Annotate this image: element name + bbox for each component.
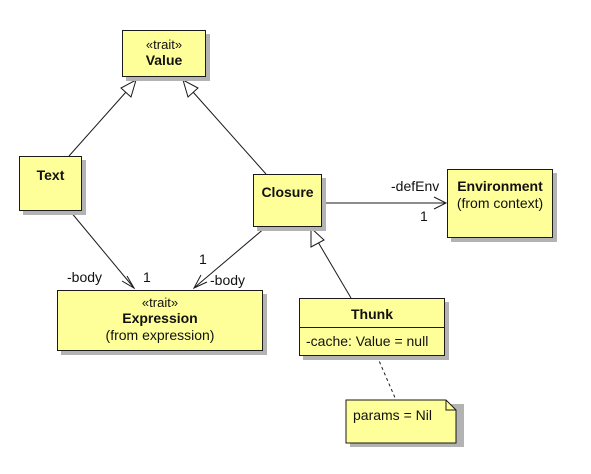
- thunk-attribute-compartment: -cache: Value = null: [300, 327, 444, 349]
- environment-class-name: Environment: [457, 178, 543, 194]
- closure-body-multiplicity: 1: [199, 251, 207, 267]
- note-shape: [345, 399, 464, 447]
- class-value[interactable]: «trait» Value: [122, 30, 206, 77]
- defenv-role-label: -defEnv: [391, 178, 440, 194]
- environment-package: (from context): [456, 195, 544, 211]
- note-anchor-line: [376, 355, 397, 401]
- note-text: params = Nil: [353, 407, 432, 423]
- class-text[interactable]: Text: [19, 156, 82, 211]
- value-class-name: Value: [145, 52, 183, 68]
- generalization-thunk-closure: [310, 226, 352, 299]
- text-body-role-label: -body: [67, 269, 103, 285]
- association-text-expression: [69, 210, 136, 290]
- association-closure-environment: [321, 196, 448, 210]
- class-closure[interactable]: Closure: [253, 174, 322, 227]
- text-body-multiplicity: 1: [143, 269, 151, 285]
- association-closure-expression: [192, 226, 267, 290]
- note[interactable]: params = Nil: [346, 400, 456, 443]
- closure-body-role-label: -body: [210, 272, 246, 288]
- thunk-attribute: -cache: Value = null: [306, 333, 429, 349]
- generalization-text-value: [68, 78, 137, 157]
- expression-package: (from expression): [105, 327, 215, 343]
- text-class-name: Text: [36, 167, 65, 183]
- class-expression[interactable]: «trait» Expression (from expression): [57, 290, 263, 351]
- thunk-name-compartment: Thunk: [300, 299, 444, 327]
- closure-class-name: Closure: [261, 184, 314, 200]
- expression-stereotype: «trait»: [141, 295, 179, 310]
- class-thunk[interactable]: Thunk -cache: Value = null: [299, 298, 445, 356]
- thunk-class-name: Thunk: [351, 306, 393, 322]
- generalization-closure-value: [182, 78, 267, 175]
- defenv-multiplicity: 1: [420, 208, 428, 224]
- expression-class-name: Expression: [122, 310, 198, 326]
- value-stereotype: «trait»: [145, 37, 183, 52]
- class-environment[interactable]: Environment (from context): [447, 169, 553, 238]
